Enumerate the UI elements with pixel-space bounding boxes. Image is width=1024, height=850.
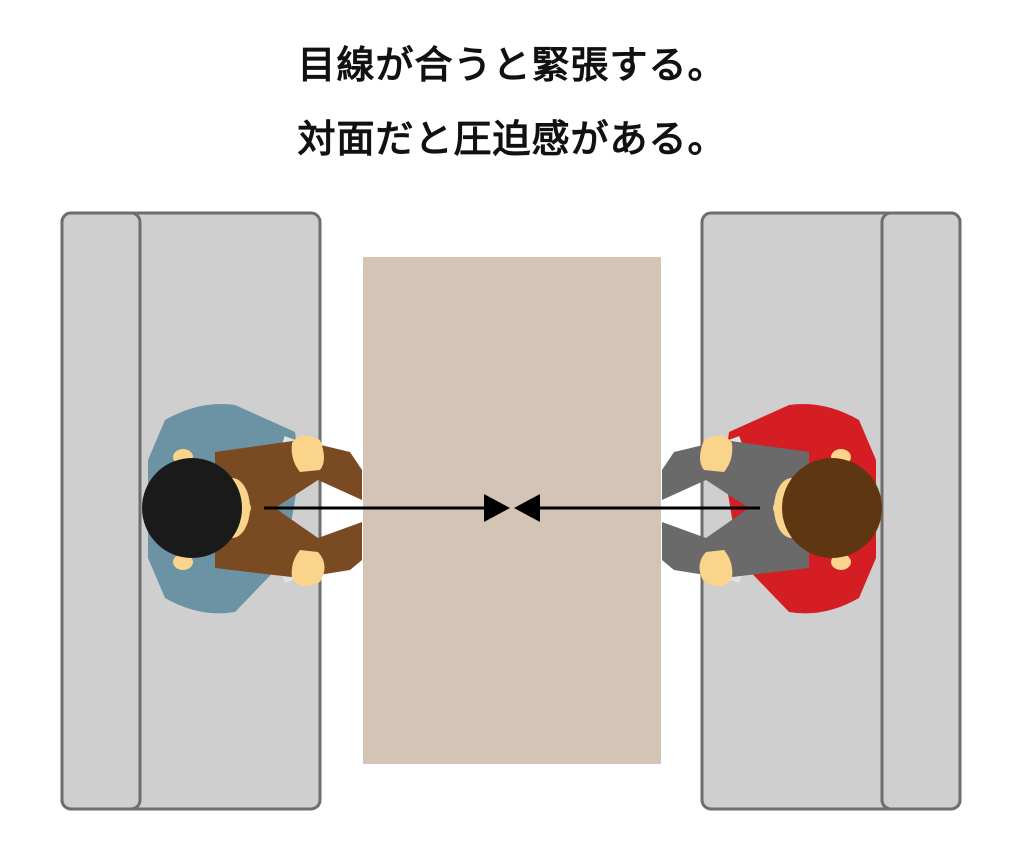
right-gaze-arrowhead-icon bbox=[514, 494, 540, 522]
gaze-arrows bbox=[264, 494, 760, 522]
right-person-pants bbox=[662, 440, 809, 578]
caption-line-1: 目線が合うと緊張する。 bbox=[297, 43, 727, 87]
left-person-pants bbox=[215, 440, 362, 578]
table bbox=[363, 257, 661, 764]
left-person bbox=[142, 404, 362, 614]
left-gaze-arrowhead-icon bbox=[484, 494, 510, 522]
caption-line-2: 対面だと圧迫感がある。 bbox=[297, 117, 727, 161]
right-person bbox=[662, 404, 882, 614]
